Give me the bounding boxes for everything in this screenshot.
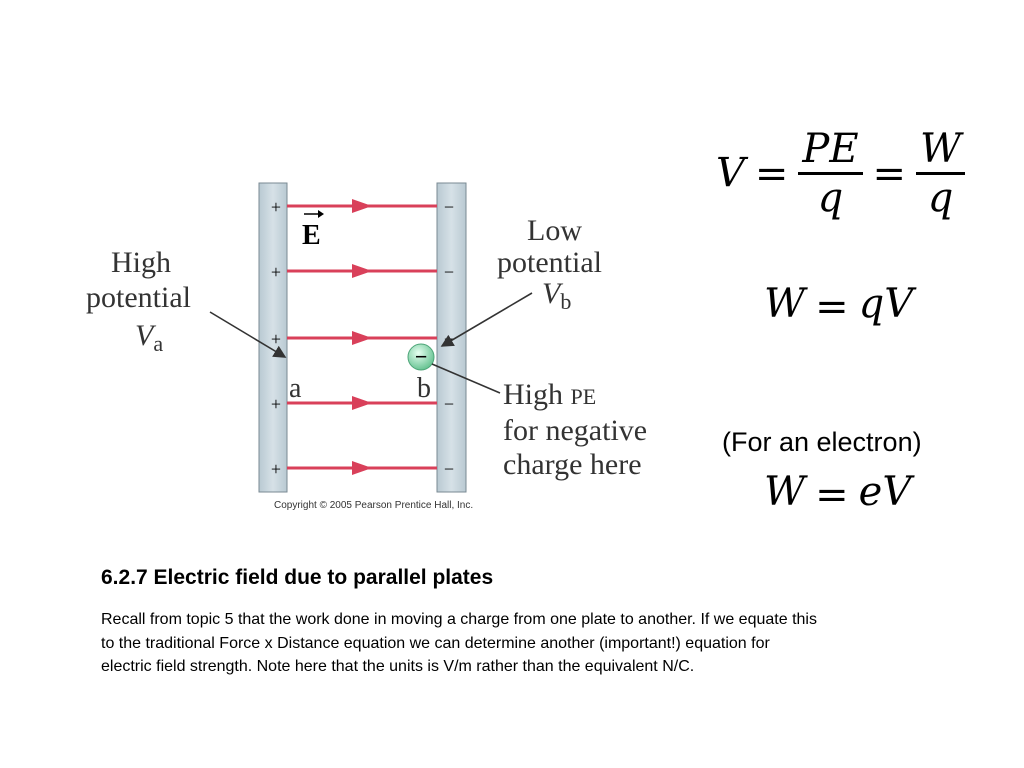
point-a-label: a bbox=[289, 373, 302, 404]
plus-sign: + bbox=[271, 262, 281, 282]
section-heading: 6.2.7 Electric field due to parallel pla… bbox=[101, 566, 494, 589]
equals-sign: = bbox=[815, 284, 849, 330]
pointer-line bbox=[431, 363, 501, 394]
minus-sign: − bbox=[444, 394, 454, 414]
minus-sign: − bbox=[444, 459, 454, 479]
high-pe-label: High PE bbox=[503, 378, 596, 411]
plus-sign: + bbox=[271, 394, 281, 414]
work-equation: W=qV bbox=[764, 281, 913, 330]
field-arrowhead bbox=[352, 264, 372, 278]
pointer-line bbox=[440, 292, 533, 347]
low-potential-label: Low bbox=[527, 214, 582, 247]
field-arrowhead bbox=[352, 396, 372, 410]
paragraph-line: to the traditional Force x Distance equa… bbox=[101, 634, 770, 652]
for-negative-label: for negative bbox=[503, 414, 647, 447]
high-potential-label: High bbox=[111, 246, 171, 279]
denominator: q bbox=[817, 175, 844, 221]
field-arrowhead bbox=[352, 199, 372, 213]
minus-sign: − bbox=[444, 197, 454, 217]
high-potential-label: potential bbox=[86, 281, 191, 314]
eq-rhs: eV bbox=[858, 469, 912, 515]
vector-arrow-icon bbox=[304, 210, 324, 218]
plus-sign: + bbox=[271, 329, 281, 349]
equals-sign: = bbox=[815, 472, 849, 518]
electron-note: (For an electron) bbox=[722, 427, 922, 457]
numerator: W bbox=[920, 126, 962, 172]
equals-sign: = bbox=[872, 150, 907, 197]
eq-symbol: W bbox=[764, 281, 806, 327]
charge-here-label: charge here bbox=[503, 448, 642, 481]
vb-label: Vb bbox=[542, 277, 571, 314]
left-plate bbox=[258, 182, 288, 493]
copyright: Copyright © 2005 Pearson Prentice Hall, … bbox=[274, 500, 473, 511]
field-arrowhead bbox=[352, 461, 372, 475]
paragraph-line: electric field strength. Note here that … bbox=[101, 658, 695, 675]
field-label: E bbox=[302, 220, 321, 251]
numerator: PE bbox=[802, 126, 859, 172]
plus-sign: + bbox=[271, 197, 281, 217]
electron-work-equation: W=eV bbox=[764, 469, 911, 518]
point-b-label: b bbox=[417, 373, 431, 404]
equals-sign: = bbox=[754, 150, 789, 197]
va-label: Va bbox=[135, 319, 163, 356]
low-potential-label: potential bbox=[497, 246, 602, 279]
eq-symbol: V bbox=[716, 150, 745, 197]
paragraph-line: Recall from topic 5 that the work done i… bbox=[101, 611, 817, 628]
parallel-plates-diagram: + + + + + − − − − − E High potential Va … bbox=[86, 182, 647, 511]
field-arrowhead bbox=[352, 331, 372, 345]
pointer-line bbox=[209, 311, 287, 358]
minus-sign: − bbox=[444, 262, 454, 282]
electron-sign: − bbox=[415, 344, 428, 369]
field-lines bbox=[287, 199, 437, 475]
electron-icon bbox=[407, 343, 435, 371]
eq-rhs: qV bbox=[858, 281, 914, 327]
eq-symbol: W bbox=[764, 469, 806, 515]
body-paragraph: Recall from topic 5 that the work done i… bbox=[101, 608, 951, 679]
denominator: q bbox=[927, 175, 954, 221]
plus-sign: + bbox=[271, 459, 281, 479]
